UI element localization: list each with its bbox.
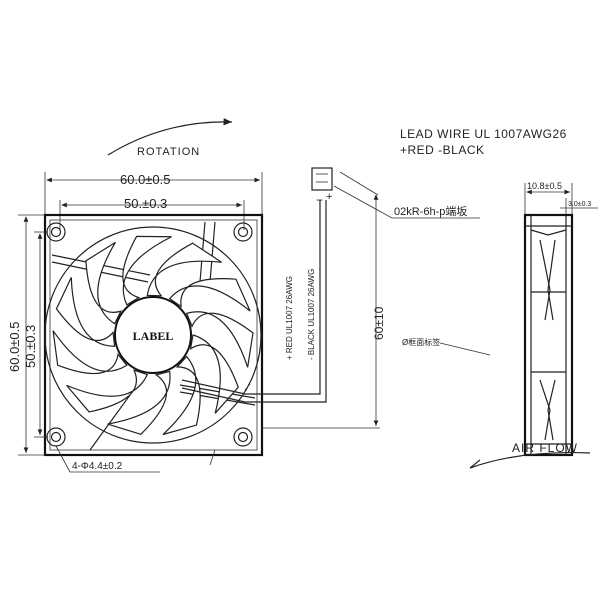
- fan-blade: [122, 235, 172, 306]
- thickness-label: 10.8±0.5: [527, 181, 562, 191]
- mount-hole: [233, 222, 253, 242]
- connector-minus: −: [316, 193, 323, 207]
- fan-blade: [185, 311, 254, 368]
- lead-wire-line2: +RED -BLACK: [400, 143, 485, 157]
- fan-blade: [107, 370, 171, 435]
- fan-blades: [52, 235, 254, 436]
- lead-wire-line1: LEAD WIRE UL 1007AWG26: [400, 127, 567, 141]
- hole-spacing-x-label: 50.±0.3: [124, 196, 167, 211]
- overall-height-label: 60.0±0.5: [7, 321, 22, 372]
- fan-blade: [146, 242, 223, 297]
- fan-blade: [52, 330, 128, 375]
- lead-wire: [181, 200, 327, 466]
- label-note-leader: [439, 342, 491, 356]
- fan-blade: [66, 369, 149, 413]
- lead-length-dimension: [262, 171, 380, 429]
- fan-frame: [43, 213, 264, 457]
- wire-label-black: - BLACK UL1007 26AWG: [307, 269, 316, 360]
- rotation-label: ROTATION: [137, 146, 200, 158]
- connector-label: 02kR-6h-p端坂: [394, 205, 467, 218]
- connector-callout: [333, 185, 480, 219]
- fan-blade: [85, 241, 122, 325]
- connector-plus: +: [326, 191, 332, 203]
- hub-label: LABEL: [133, 329, 174, 343]
- fan-hub: [114, 296, 192, 374]
- airflow-label: AIR FLOW: [512, 441, 578, 455]
- rotation-arrow: [107, 118, 233, 156]
- overall-width-label: 60.0±0.5: [120, 172, 171, 187]
- mount-holes-callout: [55, 445, 160, 473]
- side-thickness-dimension: [524, 183, 598, 214]
- side-view: [523, 213, 574, 457]
- fan-blade: [55, 277, 116, 347]
- fan-blade: [162, 355, 201, 436]
- connector: [311, 167, 333, 191]
- wire-label-red: + RED UL1007 26AWG: [285, 276, 294, 360]
- lead-length-label: 60±10: [372, 306, 386, 340]
- fan-blade: [168, 278, 251, 312]
- hole-spacing-y-label: 50.±0.3: [23, 325, 38, 368]
- fan-blade: [189, 334, 239, 414]
- height-dimension: [18, 214, 48, 456]
- flange-label: 3.0±0.3: [568, 201, 591, 208]
- mount-holes-label: 4-Φ4.4±0.2: [72, 461, 123, 472]
- mount-hole: [233, 427, 253, 447]
- airflow-arrow: [469, 451, 591, 469]
- label-note: Ø框面标签: [402, 337, 440, 347]
